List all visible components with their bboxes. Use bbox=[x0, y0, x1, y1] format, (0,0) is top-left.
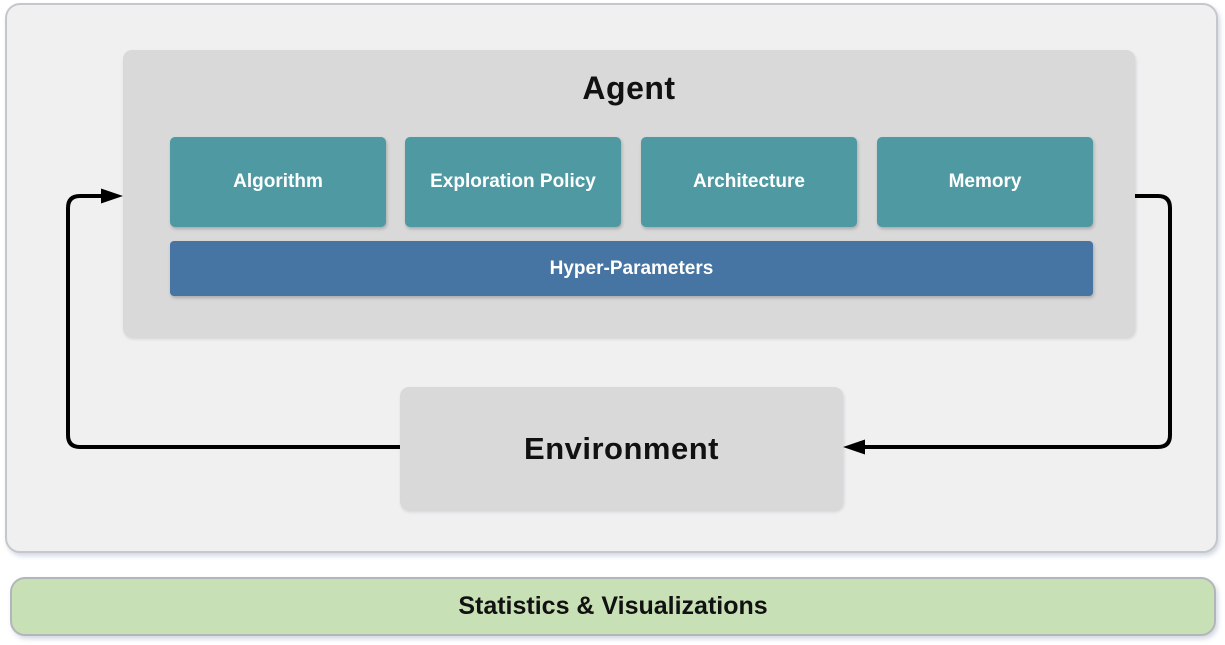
module-exploration-policy: Exploration Policy bbox=[405, 137, 621, 227]
module-algorithm: Algorithm bbox=[170, 137, 386, 227]
agent-title: Agent bbox=[582, 70, 676, 106]
hyper-parameters-bar: Hyper-Parameters bbox=[170, 241, 1093, 296]
statistics-visualizations-bar: Statistics & Visualizations bbox=[10, 577, 1216, 636]
module-memory: Memory bbox=[877, 137, 1093, 227]
module-architecture: Architecture bbox=[641, 137, 857, 227]
environment-box: Environment bbox=[400, 387, 843, 510]
